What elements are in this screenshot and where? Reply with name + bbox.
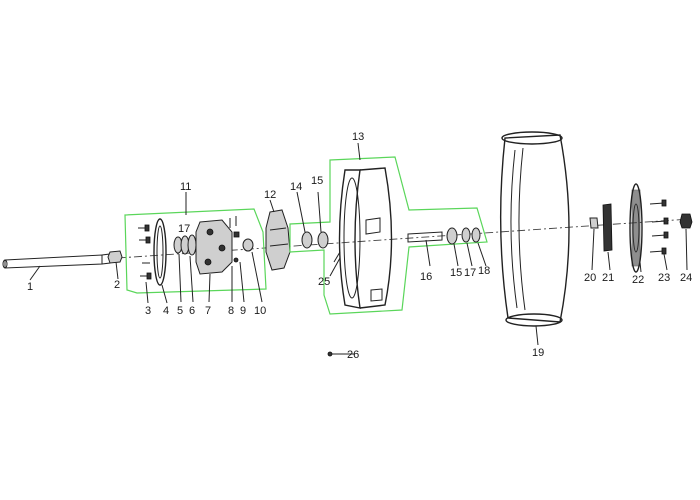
part-sprocket-carrier — [195, 219, 233, 275]
part-damper-rubbers — [265, 209, 291, 271]
part-bearings-right — [446, 227, 481, 245]
callout-9: 9 — [240, 305, 246, 317]
callout-4: 4 — [163, 305, 169, 317]
callout-19: 19 — [532, 347, 544, 359]
callout-18: 18 — [478, 265, 490, 277]
callout-11: 11 — [180, 181, 191, 193]
callout-14: 14 — [290, 181, 302, 193]
group-outline-11 — [124, 208, 267, 294]
part-tire — [499, 131, 570, 327]
callout-15a: 15 — [311, 175, 323, 187]
part-spacer-tube — [407, 231, 443, 243]
callout-17a: 17 — [178, 223, 190, 235]
callout-17b: 17 — [464, 267, 476, 279]
part-spacers — [173, 234, 197, 256]
part-collar — [589, 217, 599, 229]
callout-5: 5 — [177, 305, 183, 317]
callout-25: 25 — [318, 276, 330, 288]
part-sprocket — [153, 218, 167, 286]
callout-24: 24 — [680, 272, 692, 284]
callout-7: 7 — [205, 305, 211, 317]
callout-labels: 1 2 3 4 5 6 7 8 9 10 11 12 13 14 15 15 1… — [27, 131, 692, 361]
part-bolts — [138, 224, 152, 280]
part-small-screw — [327, 351, 346, 357]
part-small-hardware — [229, 216, 254, 263]
part-rim — [338, 167, 393, 309]
callout-22: 22 — [632, 274, 644, 286]
callout-1: 1 — [27, 281, 33, 293]
part-seal — [602, 203, 613, 252]
part-brake-disc — [629, 183, 643, 273]
callout-23: 23 — [658, 272, 670, 284]
callout-13: 13 — [352, 131, 364, 143]
part-nut — [107, 250, 123, 264]
callout-6: 6 — [189, 305, 195, 317]
callout-3: 3 — [145, 305, 151, 317]
part-end-nut — [679, 213, 693, 229]
callout-20: 20 — [584, 272, 596, 284]
callout-10: 10 — [254, 305, 266, 317]
callout-15b: 15 — [450, 267, 462, 279]
leader-lines — [29, 142, 688, 355]
part-bearings-left — [301, 231, 329, 249]
part-valve — [333, 251, 341, 263]
callout-26: 26 — [347, 349, 359, 361]
callout-21: 21 — [602, 272, 614, 284]
part-axle — [2, 253, 111, 269]
group-outline-13 — [289, 156, 488, 315]
callout-16: 16 — [420, 271, 432, 283]
callout-2: 2 — [114, 279, 120, 291]
part-disc-bolts — [649, 199, 669, 255]
callout-8: 8 — [228, 305, 234, 317]
callout-12: 12 — [264, 189, 276, 201]
